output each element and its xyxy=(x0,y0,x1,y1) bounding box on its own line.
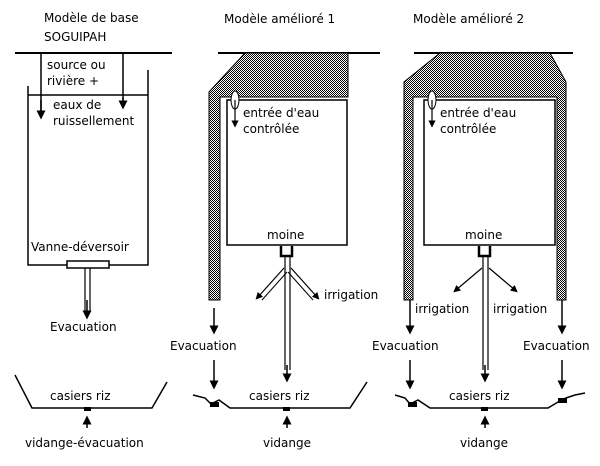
imp1-inflow-label-2: contrôlée xyxy=(243,122,300,136)
imp2-irrigation-left-label: irrigation xyxy=(415,302,470,316)
base-drain xyxy=(84,407,91,411)
imp1-rice-field xyxy=(192,381,368,409)
imp2-rice-field xyxy=(394,392,586,409)
base-runoff-label-1: eaux de xyxy=(53,98,102,112)
imp2-inflow-label-1: entrée d'eau xyxy=(440,106,517,120)
base-rice-field xyxy=(14,374,168,409)
imp2-title: Modèle amélioré 2 xyxy=(413,12,525,26)
imp2-field-label: casiers riz xyxy=(449,389,510,403)
imp1-title: Modèle amélioré 1 xyxy=(224,12,336,26)
imp1-pond xyxy=(226,99,348,246)
panel-base-model xyxy=(14,52,172,428)
imp1-irrigation-left-arrow xyxy=(255,267,285,300)
imp1-canal xyxy=(208,52,349,301)
imp2-irrigation-right-arrow xyxy=(488,267,518,293)
imp2-drain xyxy=(481,407,488,411)
imp1-spillway xyxy=(210,402,219,407)
imp1-inflow-label-1: entrée d'eau xyxy=(243,106,320,120)
imp2-spillway-right xyxy=(558,398,567,403)
base-runoff-label-2: ruissellement xyxy=(53,114,135,128)
imp2-irrigation-right-label: irrigation xyxy=(493,302,548,316)
base-subtitle: SOGUIPAH xyxy=(44,30,107,44)
base-gate-label: Vanne-déversoir xyxy=(31,240,129,254)
imp1-irrigation-label: irrigation xyxy=(324,288,379,302)
imp2-outflow-right-label: Evacuation xyxy=(523,339,590,353)
imp2-spillway-left xyxy=(408,402,417,407)
base-title: Modèle de base xyxy=(44,11,139,25)
imp1-drain-label: vidange xyxy=(263,436,312,450)
imp2-irrigation-left-arrow xyxy=(453,267,483,293)
imp1-outflow-label: Evacuation xyxy=(170,339,237,353)
base-field-label: casiers riz xyxy=(50,389,111,403)
panel-improved-2 xyxy=(394,52,586,428)
base-inflow-label-2: rivière + xyxy=(47,74,100,88)
imp1-drain xyxy=(283,407,290,411)
base-gate xyxy=(66,260,110,269)
imp2-outflow-left-label: Evacuation xyxy=(372,339,439,353)
imp2-monk xyxy=(477,246,492,258)
imp2-canal xyxy=(403,52,567,301)
imp1-irrigation-right-arrow xyxy=(290,267,320,300)
base-outflow-label: Evacuation xyxy=(50,320,117,334)
imp2-pond xyxy=(423,99,556,246)
panel-improved-1 xyxy=(192,52,380,428)
imp1-field-label: casiers riz xyxy=(249,389,310,403)
imp2-drain-label: vidange xyxy=(460,436,509,450)
imp1-monk xyxy=(279,246,294,258)
imp2-monk-label: moine xyxy=(465,228,503,242)
imp2-inflow-label-2: contrôlée xyxy=(440,122,497,136)
base-drain-label: vidange-évacuation xyxy=(25,436,144,450)
base-inflow-label-1: source ou xyxy=(47,58,106,72)
imp1-monk-label: moine xyxy=(267,228,305,242)
